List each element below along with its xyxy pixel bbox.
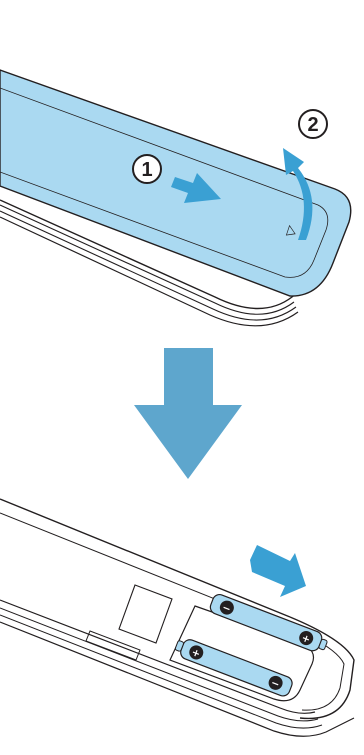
cover-triangle-mark: △ — [284, 222, 296, 238]
down-arrow-icon — [134, 348, 242, 479]
battery-icon: − + — [209, 593, 328, 652]
svg-text:1: 1 — [141, 159, 152, 181]
battery-icon: + − — [174, 639, 293, 697]
remote-side-edge-4 — [0, 621, 355, 737]
remote-edge-bottom — [0, 216, 299, 327]
latch-slot — [85, 630, 141, 661]
step-1-label: 1 — [132, 154, 162, 184]
remote-with-cover: △ 1 2 — [0, 69, 352, 327]
cover-slide-arrow-icon — [171, 173, 221, 203]
remote-right-end — [289, 616, 355, 720]
svg-text:2: 2 — [307, 114, 318, 136]
cover-lift-arrow-icon — [283, 148, 313, 240]
remote-open: − + + − — [0, 498, 355, 737]
step-2-label: 2 — [298, 109, 328, 139]
remote-side-edge-2 — [0, 607, 319, 722]
remote-edge-middle — [0, 204, 295, 315]
remote-body-top-edge — [0, 498, 291, 618]
svg-text:−: − — [220, 602, 232, 615]
label-recess — [118, 584, 173, 644]
remote-side-edge-3 — [0, 614, 323, 729]
svg-text:+: + — [300, 633, 312, 646]
remote-side-edge-1 — [0, 599, 316, 714]
svg-text:−: − — [269, 678, 281, 691]
cover-groove — [0, 87, 329, 278]
remote-edge-inner — [0, 210, 297, 321]
svg-text:+: + — [190, 647, 202, 660]
remote-edge-outer — [0, 199, 299, 310]
battery-insert-arrow-icon — [250, 545, 306, 597]
